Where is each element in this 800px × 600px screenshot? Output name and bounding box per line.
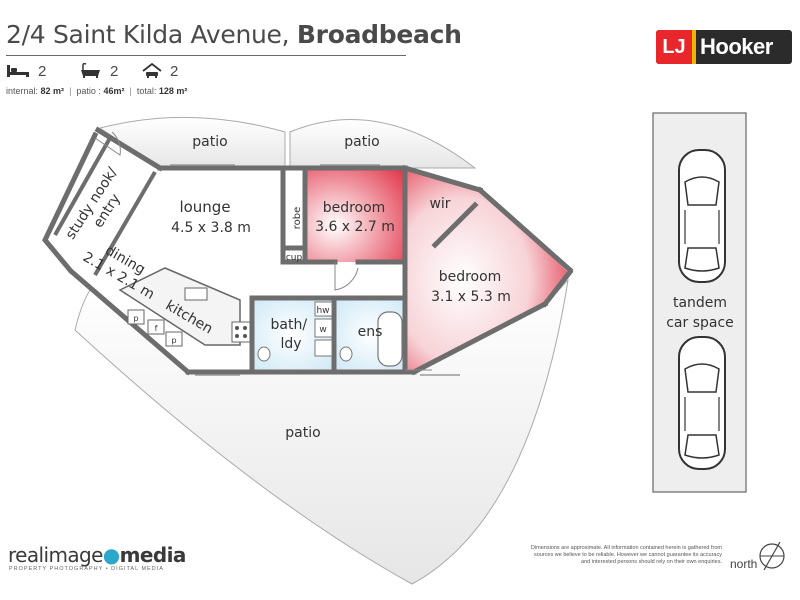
property-address: 2/4 Saint Kilda Avenue, Broadbeach xyxy=(6,20,462,49)
pantry-units xyxy=(127,309,183,347)
header-divider xyxy=(6,55,406,56)
label-patio-top-left: patio xyxy=(192,134,227,150)
bathrooms-count: 2 xyxy=(110,62,119,80)
internal-area-label: internal: xyxy=(6,86,39,96)
brand-dot: ● xyxy=(102,543,120,567)
address-street: 2/4 Saint Kilda Avenue, xyxy=(6,20,290,49)
bathrooms-feature: 2 xyxy=(78,62,118,80)
laundry-tub xyxy=(314,339,333,357)
bedroom-2-area xyxy=(405,170,568,370)
label-ens: ens xyxy=(358,324,383,340)
disclaimer-text: Dimensions are approximate. All informat… xyxy=(530,545,722,565)
windows xyxy=(170,164,460,376)
patio-area-value: 46m² xyxy=(103,86,125,96)
label-bath: bath/ ldy xyxy=(271,317,312,352)
brand-part2: media xyxy=(119,543,187,567)
label-patio-top-right: patio xyxy=(344,134,379,150)
patio-area-label: patio : xyxy=(76,86,101,96)
logo-mark: LJ xyxy=(656,30,696,64)
label-pantry-2: f xyxy=(155,324,158,333)
label-pantry-1: p xyxy=(133,314,138,323)
washer-unit xyxy=(314,318,333,338)
label-car-line1: tandem xyxy=(673,295,727,311)
total-area-label: total: xyxy=(136,86,157,96)
label-w: w xyxy=(319,325,326,335)
label-bedroom-1: bedroom xyxy=(323,200,386,216)
hot-water-unit xyxy=(314,301,333,317)
north-label: north xyxy=(730,557,758,571)
car-space: tandem car space xyxy=(652,112,747,493)
label-bedroom-1-dim: 3.6 x 2.7 m xyxy=(315,219,395,235)
entry-walls xyxy=(53,137,157,277)
car-bottom xyxy=(678,336,726,470)
label-wir: wir xyxy=(429,196,450,212)
lj-hooker-logo: LJ Hooker xyxy=(656,30,792,64)
patio-top-left xyxy=(98,116,286,169)
label-lounge-dim: 4.5 x 3.8 m xyxy=(171,220,251,236)
label-car-line2: car space xyxy=(666,315,734,331)
walls xyxy=(42,126,574,376)
label-pantry-3: p xyxy=(171,336,176,345)
label-patio-bottom: patio xyxy=(285,425,320,441)
car-top xyxy=(678,149,726,283)
patio-top-right xyxy=(289,119,477,169)
internal-area-value: 82 m² xyxy=(40,86,65,96)
label-bath-line2: ldy xyxy=(280,336,301,352)
label-bath-line1: bath/ xyxy=(271,317,308,333)
north-compass-icon xyxy=(759,541,785,571)
label-cup: cup xyxy=(286,253,303,263)
toilets xyxy=(257,346,353,362)
brand-part1: realimage xyxy=(8,543,103,567)
address-suburb: Broadbeach xyxy=(296,20,462,49)
brand-tagline: PROPERTY PHOTOGRAPHY • DIGITAL MEDIA xyxy=(9,566,164,572)
label-bedroom-2: bedroom xyxy=(439,269,502,285)
realimage-media-logo: realimage●media xyxy=(8,543,186,567)
bath-icon xyxy=(81,63,100,78)
label-lounge: lounge xyxy=(179,198,230,216)
bathtub xyxy=(377,311,403,367)
bed-icon xyxy=(7,65,29,77)
logo-name: Hooker xyxy=(700,34,773,59)
door-swings xyxy=(94,131,432,371)
car-spaces-feature: 2 xyxy=(142,62,178,80)
car-icon xyxy=(142,63,162,78)
label-hw: hw xyxy=(316,306,329,316)
label-bedroom-2-dim: 3.1 x 5.3 m xyxy=(431,289,511,305)
bedroom-1-area xyxy=(305,170,405,262)
bedrooms-feature: 2 xyxy=(6,62,46,80)
bedrooms-count: 2 xyxy=(38,62,47,80)
car-spaces-count: 2 xyxy=(170,62,179,80)
label-robe: robe xyxy=(292,207,303,230)
kitchen-bench xyxy=(118,267,251,346)
area-summary: internal: 82 m²|patio : 46m²|total: 128 … xyxy=(6,86,188,96)
total-area-value: 128 m² xyxy=(158,86,188,96)
